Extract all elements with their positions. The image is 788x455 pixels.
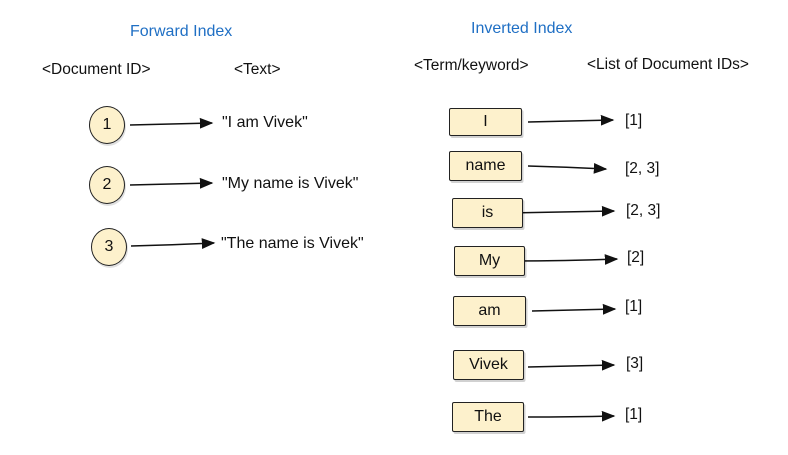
term-label: am [478, 302, 501, 319]
doc-id-label: 3 [104, 238, 114, 255]
arrow-term-i [527, 114, 615, 126]
document-id-header: <Document ID> [42, 61, 151, 78]
arrow-doc-2 [129, 177, 214, 189]
term-box-the: The [452, 402, 524, 432]
term-label: is [481, 204, 494, 221]
doc-id-list-am: [1] [625, 298, 643, 315]
arrow-term-am [531, 303, 617, 315]
doc-id-list-i: [1] [625, 112, 643, 129]
doc-id-node-1: 1 [89, 106, 125, 144]
doc-id-list-name: [2, 3] [625, 160, 660, 177]
doc-id-list-is: [2, 3] [626, 202, 661, 219]
doc-text-2: "My name is Vivek" [222, 175, 359, 192]
term-box-vivek: Vivek [453, 350, 524, 380]
doc-id-node-3: 3 [91, 228, 127, 266]
doc-id-label: 2 [102, 176, 112, 193]
doc-id-label: 1 [102, 116, 112, 133]
inverted-index-title: Inverted Index [471, 20, 573, 37]
term-label: The [474, 408, 502, 425]
term-box-am: am [453, 296, 526, 326]
term-label: My [478, 252, 501, 269]
term-label: Vivek [469, 356, 508, 373]
arrow-term-name [527, 163, 608, 174]
term-box-name: name [449, 151, 522, 181]
term-label: I [483, 113, 488, 130]
term-box-is: is [452, 198, 523, 228]
text-header: <Text> [234, 61, 281, 78]
forward-index-title: Forward Index [130, 23, 233, 40]
doc-text-3: "The name is Vivek" [221, 235, 364, 252]
arrow-doc-3 [130, 238, 216, 249]
doc-id-list-my: [2] [627, 249, 645, 266]
arrow-term-my [510, 254, 619, 265]
doc-id-node-2: 2 [89, 166, 125, 204]
doc-id-list-vivek: [3] [626, 355, 644, 372]
doc-id-list-the: [1] [625, 406, 643, 423]
arrow-term-vivek [527, 359, 616, 371]
doc-text-1: "I am Vivek" [222, 114, 308, 131]
term-box-my: My [454, 246, 525, 276]
term-keyword-header: <Term/keyword> [414, 57, 529, 74]
document-ids-header: <List of Document IDs> [587, 56, 749, 73]
term-label: name [465, 157, 506, 174]
arrow-term-the [527, 410, 616, 422]
term-box-i: I [449, 108, 522, 136]
arrow-doc-1 [129, 117, 214, 129]
